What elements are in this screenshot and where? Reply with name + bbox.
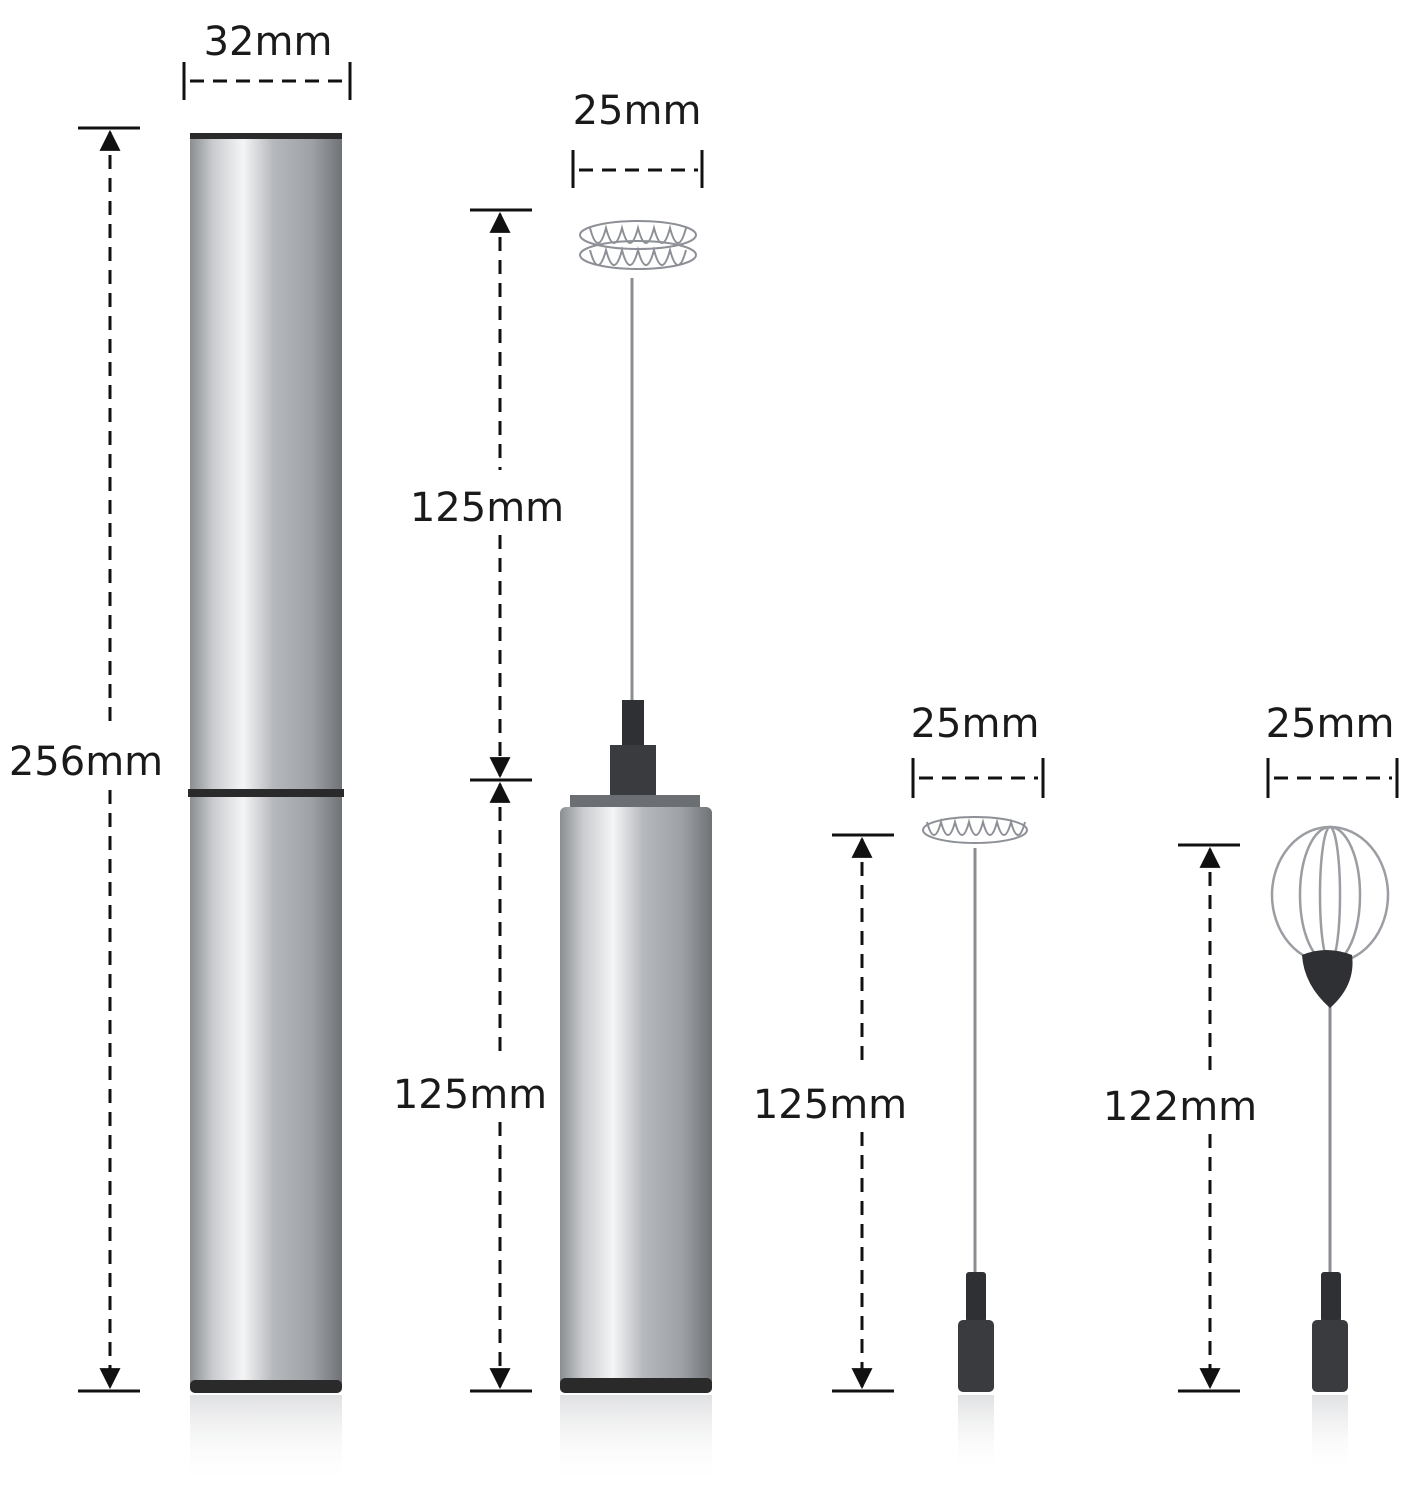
spring-whisk-width-dimension: 25mm bbox=[911, 701, 1045, 798]
spring-whisk-head bbox=[579, 220, 697, 270]
spring-whisk-attachment bbox=[922, 816, 1028, 1475]
frother-shaft-height-label: 125mm bbox=[410, 485, 564, 531]
balloon-whisk-width-dimension: 25mm bbox=[1266, 701, 1399, 798]
storage-case bbox=[188, 133, 344, 1485]
case-height-dimension: 256mm bbox=[9, 126, 163, 1393]
balloon-whisk-height-label: 122mm bbox=[1103, 1084, 1257, 1130]
case-height-label: 256mm bbox=[9, 739, 163, 785]
balloon-whisk-height-dimension: 122mm bbox=[1103, 843, 1257, 1393]
spring-whisk-height-label: 125mm bbox=[753, 1082, 907, 1128]
case-width-label: 32mm bbox=[204, 19, 333, 65]
frother-shaft-height-dimension: 125mm bbox=[410, 208, 564, 782]
spring-whisk-width-label: 25mm bbox=[911, 701, 1040, 747]
frother-body-height-label: 125mm bbox=[393, 1072, 547, 1118]
frother-whisk-width-dimension: 25mm bbox=[571, 88, 704, 188]
frother bbox=[560, 220, 712, 1485]
frother-body-height-dimension: 125mm bbox=[393, 781, 547, 1393]
balloon-whisk-width-label: 25mm bbox=[1266, 701, 1395, 747]
spring-whisk-height-dimension: 125mm bbox=[753, 833, 907, 1393]
balloon-whisk-attachment bbox=[1270, 825, 1390, 1475]
case-width-dimension: 32mm bbox=[182, 19, 352, 100]
frother-whisk-width-label: 25mm bbox=[573, 88, 702, 134]
